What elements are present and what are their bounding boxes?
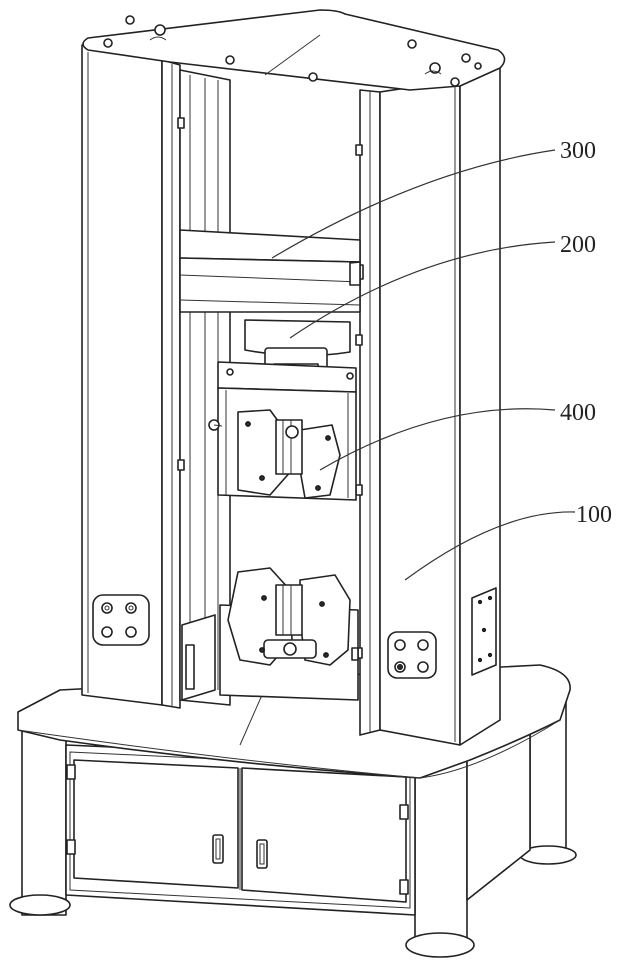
crosshead (179, 229, 361, 313)
top-plate (82, 9, 506, 91)
callout-label-100: 100 (576, 502, 612, 528)
left-column (81, 44, 231, 709)
callout-label-200: 200 (560, 232, 596, 258)
callout-400: 400 (319, 400, 596, 471)
callout-label-300: 300 (560, 138, 596, 164)
callout-200: 200 (289, 232, 596, 339)
upper-grip (208, 361, 357, 501)
callout-100: 100 (404, 502, 612, 581)
right-column (354, 61, 501, 746)
callout-300: 300 (271, 138, 596, 259)
lower-grip (219, 567, 359, 701)
callout-label-400: 400 (560, 400, 596, 426)
